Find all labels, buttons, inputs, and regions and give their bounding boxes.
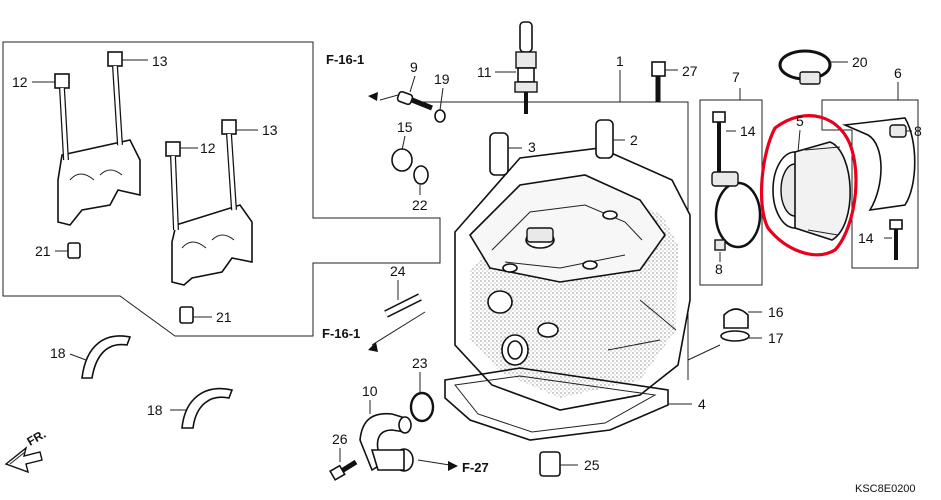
dowel-25	[539, 451, 561, 477]
label-part-13: 13	[152, 53, 168, 69]
label-part-14: 14	[740, 123, 756, 139]
front-marker: FR.	[25, 427, 49, 449]
cam-holder-group-box	[2, 41, 441, 337]
label-part-8: 8	[715, 261, 723, 277]
label-part-1: 1	[616, 53, 624, 69]
bolt-14-upper	[712, 111, 726, 180]
label-part-20: 20	[852, 54, 868, 70]
stud-bolt-24	[384, 293, 422, 318]
ref-f27: F-27	[462, 460, 489, 475]
ref-f16-1-mid: F-16-1	[322, 326, 360, 341]
front-arrow-icon	[4, 446, 43, 474]
insulator-5	[772, 141, 851, 241]
insulator-group-box-right	[821, 99, 919, 269]
dowel-pin-21-upper	[67, 242, 81, 259]
label-part-11: 11	[477, 64, 492, 80]
label-part-18: 18	[50, 345, 66, 361]
bolt-13-lower	[221, 119, 237, 211]
arrow-f27	[448, 461, 458, 471]
o-ring-22	[413, 165, 429, 185]
washer-19	[434, 109, 446, 123]
label-part-27: 27	[682, 63, 698, 79]
cylinder-head	[454, 147, 691, 411]
label-part-17: 17	[768, 330, 784, 346]
label-part-6: 6	[894, 65, 902, 81]
spark-plug	[514, 21, 538, 114]
label-part-21: 21	[35, 243, 51, 259]
label-part-12: 12	[12, 74, 28, 90]
label-part-10: 10	[362, 383, 378, 399]
bolt-14-lower	[889, 219, 903, 260]
highlight-circle	[759, 114, 858, 257]
label-part-9: 9	[410, 59, 418, 75]
label-part-2: 2	[630, 132, 638, 148]
insulator-group-box-left	[699, 99, 763, 286]
label-part-12: 12	[200, 140, 216, 156]
label-part-7: 7	[732, 69, 740, 85]
label-part-21: 21	[216, 309, 232, 325]
hose-clamp-7	[711, 171, 762, 249]
label-part-22: 22	[412, 197, 428, 213]
arrow-f161-mid	[368, 342, 378, 352]
leader-lines	[32, 59, 912, 467]
o-ring-23	[409, 391, 435, 423]
label-part-26: 26	[332, 431, 348, 447]
label-part-13: 13	[262, 122, 278, 138]
label-part-18: 18	[147, 402, 163, 418]
label-part-19: 19	[434, 71, 450, 87]
label-part-16: 16	[768, 304, 784, 320]
chain-guide-18-lower	[181, 387, 234, 429]
head-gasket	[444, 367, 669, 441]
cap-nut-16	[723, 308, 749, 329]
bolt-27	[651, 61, 666, 102]
diagram-code: KSC8E0200	[855, 483, 916, 495]
cam-holder-upper	[57, 139, 141, 226]
label-part-24: 24	[390, 263, 406, 279]
guide-sleeve-2	[595, 119, 614, 159]
nut-8-lower	[714, 239, 726, 251]
figure-references: F-16-1 F-16-1 F-27	[322, 52, 489, 475]
stud-bolt-9	[396, 90, 433, 111]
label-part-23: 23	[412, 355, 428, 371]
cam-holder-lower	[171, 204, 253, 286]
chain-guide-18-upper	[81, 335, 132, 379]
bolt-13-upper	[107, 51, 123, 146]
label-part-5: 5	[796, 113, 804, 129]
bolt-26	[329, 459, 358, 481]
label-part-3: 3	[528, 139, 536, 155]
water-hose-joint-10	[359, 412, 414, 472]
label-part-4: 4	[698, 396, 706, 412]
washer-17	[720, 330, 750, 342]
band-clamp-20	[778, 49, 832, 85]
dowel-pin-21-lower	[179, 306, 194, 324]
part-labels: 12 13 12 13 21 21 18 18 9 19 11 15 22 3 …	[12, 53, 922, 473]
label-part-8: 8	[914, 123, 922, 139]
label-part-15: 15	[397, 119, 413, 135]
label-part-14: 14	[858, 230, 874, 246]
guide-sleeve-3	[489, 132, 509, 176]
cap-15	[391, 148, 413, 172]
ref-f16-1-top: F-16-1	[326, 52, 364, 67]
label-part-25: 25	[584, 457, 600, 473]
arrow-f161-top	[368, 92, 378, 101]
bolt-12-lower	[165, 141, 181, 231]
bolt-12-upper	[54, 73, 70, 161]
